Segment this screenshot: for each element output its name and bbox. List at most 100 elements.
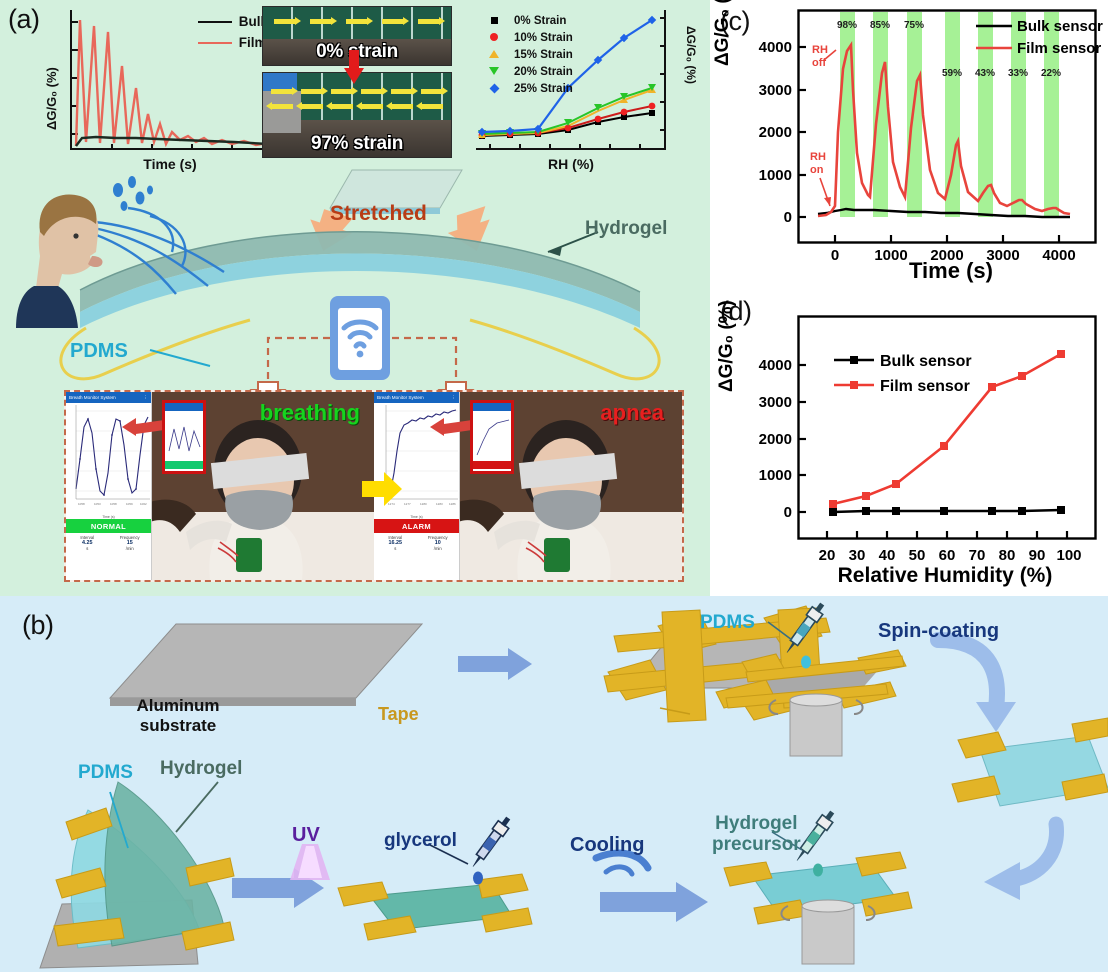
inset-phone-graph-right xyxy=(473,411,511,461)
state-transition-arrow-icon xyxy=(362,472,402,506)
legend-swatch-bulk xyxy=(197,20,232,23)
breath-app-title-bar-left: Breath Monitor System ⋮ xyxy=(66,392,151,403)
legend-label-strain-25: 25% Strain xyxy=(514,82,573,95)
label-pdms-panel-a: PDMS xyxy=(70,340,128,362)
chart-rh-strain-plot-area xyxy=(476,10,666,150)
step-hydrogel-precursor xyxy=(723,810,913,965)
svg-text:70: 70 xyxy=(969,547,986,564)
label-tape: Tape xyxy=(378,704,419,724)
panel-d-xlabel: Relative Humidity (%) xyxy=(837,564,1053,587)
panel-c-ylabel: ΔG/G₀ (%) xyxy=(712,0,733,66)
panel-c-legend-label-bulk: Bulk sensor xyxy=(1017,18,1103,35)
cooling-arrow xyxy=(592,849,708,922)
process-arrow-down-right xyxy=(984,816,1064,900)
spin-coating-arrow xyxy=(930,632,1016,732)
strain-photo-0-arrows xyxy=(267,16,447,26)
breath-stat-interval-value-right: 16.25 xyxy=(388,540,403,546)
panel-d-tag: (d) xyxy=(720,296,752,326)
breath-stat-interval-left: Interval 4.25 s xyxy=(66,533,109,551)
inset-phone-bar-left xyxy=(165,403,203,411)
svg-text:4000: 4000 xyxy=(759,39,792,56)
chart-rh-strain: ΔG/G₀ (%) RH (%) 0% Strain 10% Strain 15… xyxy=(468,8,700,180)
svg-text:1000: 1000 xyxy=(759,467,792,484)
label-pdms-panel-b: PDMS xyxy=(700,612,755,633)
inset-phone-normal xyxy=(162,400,206,474)
panel-c-tag: (c) xyxy=(720,6,750,36)
panel-a-tag: (a) xyxy=(8,4,40,34)
label-hydrogel-precursor-line2: precursor xyxy=(712,833,801,855)
chart-transient-svg xyxy=(72,19,269,150)
panel-c-xlabel: Time (s) xyxy=(909,258,993,283)
inset-phone-footer-left xyxy=(165,469,203,471)
breath-app-normal[interactable]: Breath Monitor System ⋮ xyxy=(66,392,152,580)
svg-text:3000: 3000 xyxy=(759,394,792,411)
breath-stat-interval-value-left: 4.25 xyxy=(82,540,93,546)
panel-c-plot: 98% 85% 75% 59% 43% 33% 22% xyxy=(759,9,1103,264)
panel-c-rh-label-33: 33% xyxy=(1008,68,1028,79)
legend-item-strain-20: 20% Strain xyxy=(484,63,573,80)
breath-monitor-photo-strip: Breath Monitor System ⋮ xyxy=(64,390,684,582)
breath-stat-frequency-value-left: 15 xyxy=(126,540,133,546)
svg-text:40: 40 xyxy=(879,547,896,564)
breath-app-title-left: Breath Monitor System xyxy=(69,395,116,400)
panel-a: (a) ΔG/G₀ (%) xyxy=(0,0,710,596)
label-breathing: breathing xyxy=(259,400,360,425)
strain-photo-97-percent: 97% strain xyxy=(262,72,452,158)
svg-text:1277: 1277 xyxy=(404,502,411,506)
svg-text:50: 50 xyxy=(909,547,926,564)
chart-transient-legend: Bulk Film xyxy=(197,14,268,56)
panel-b: (b) xyxy=(0,596,1108,972)
breath-stat-interval-right: Interval 16.25 s xyxy=(374,533,417,551)
svg-text:1053: 1053 xyxy=(94,502,101,506)
panel-c-rh-label-75: 75% xyxy=(904,20,924,31)
svg-text:20: 20 xyxy=(819,547,836,564)
chart-rh-strain-svg xyxy=(477,15,666,150)
panel-b-tag: (b) xyxy=(22,610,54,640)
breath-stat-frequency-header-left: Frequency xyxy=(119,535,140,540)
strain-photo-97-arrows-left xyxy=(266,102,447,112)
panel-c-rh-off-line2: off xyxy=(812,57,826,69)
legend-item-film: Film xyxy=(197,35,268,50)
breath-app-axis-label-left: Time (s) xyxy=(102,515,115,519)
panel-d-ylabel: ΔG/G₀ (%) xyxy=(716,300,737,392)
legend-marker-diamond-icon xyxy=(484,83,504,95)
step-pdms-coated-film xyxy=(951,717,1108,807)
legend-marker-square-icon xyxy=(484,15,504,27)
breath-app-axis-label-right: Time (s) xyxy=(410,515,423,519)
label-spin-coating: Spin-coating xyxy=(878,620,1000,642)
breath-stat-interval-header-left: Interval xyxy=(80,535,95,540)
legend-marker-circle-icon xyxy=(484,32,504,44)
panel-d-legend-label-film: Film sensor xyxy=(880,378,970,395)
wireless-tablet-icon xyxy=(330,296,390,380)
legend-swatch-film xyxy=(197,41,232,44)
step-pdms-dispense xyxy=(715,602,907,757)
label-aluminum-substrate: Aluminum substrate xyxy=(118,696,238,735)
label-apnea: apnea xyxy=(600,400,664,425)
svg-text:1283: 1283 xyxy=(436,502,443,506)
label-pdms-final: PDMS xyxy=(78,762,133,783)
strain-photo-97-arrows-right xyxy=(267,86,448,96)
breath-stat-frequency-right: Frequency 10 /min xyxy=(417,533,460,551)
breath-stat-frequency-unit-right: /min xyxy=(433,546,442,551)
pdms-syringe-icon xyxy=(786,602,825,653)
svg-text:4000: 4000 xyxy=(1042,247,1075,264)
inset-phone-status-right xyxy=(473,461,511,469)
svg-text:90: 90 xyxy=(1029,547,1046,564)
panel-c: (c) ΔG/G₀ (%) Time (s) 98% 85% 75% 59% 4… xyxy=(710,0,1108,296)
breath-app-title-right: Breath Monitor System xyxy=(377,395,424,400)
breath-stats-right: Interval 16.25 s Frequency 10 /min xyxy=(374,533,459,551)
svg-text:2000: 2000 xyxy=(759,124,792,141)
breath-app-menu-icon-right[interactable]: ⋮ xyxy=(451,394,456,400)
step-final-device xyxy=(39,781,235,969)
tablet-screen xyxy=(338,308,382,370)
svg-text:80: 80 xyxy=(999,547,1016,564)
inset-phone-footer-right xyxy=(473,469,511,471)
schematic-device-svg xyxy=(16,169,661,406)
panel-d-legend: Bulk sensor Film sensor xyxy=(834,353,972,395)
breath-app-title-bar-right: Breath Monitor System ⋮ xyxy=(374,392,459,403)
breath-app-menu-icon-left[interactable]: ⋮ xyxy=(143,394,148,400)
panel-c-rh-on-line1: RH xyxy=(810,151,826,163)
